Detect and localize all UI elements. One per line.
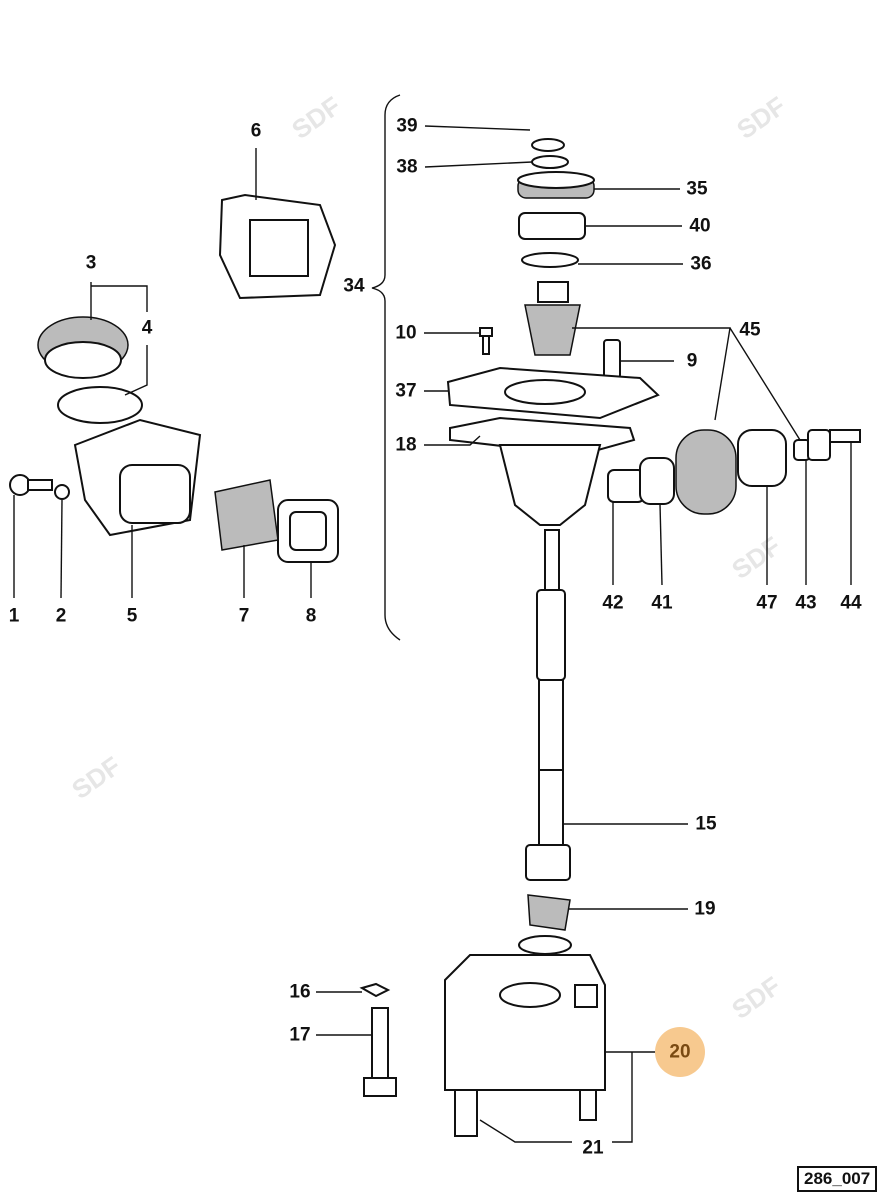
callout-41[interactable]: 41 <box>651 593 673 614</box>
callout-20-highlighted[interactable]: 20 <box>655 1027 705 1077</box>
leader-lines <box>13 125 852 1143</box>
diagram-reference-code: 286_007 <box>797 1166 878 1192</box>
callout-42[interactable]: 42 <box>602 593 623 614</box>
svg-text:SDF: SDF <box>726 971 786 1025</box>
svg-text:SDF: SDF <box>731 91 791 145</box>
callout-45[interactable]: 45 <box>739 320 761 341</box>
callout-38[interactable]: 38 <box>396 157 417 178</box>
callout-35[interactable]: 35 <box>686 179 708 200</box>
callout-36[interactable]: 36 <box>690 254 711 275</box>
callout-37[interactable]: 37 <box>395 381 416 402</box>
svg-text:SDF: SDF <box>286 91 346 145</box>
callout-15[interactable]: 15 <box>695 814 717 835</box>
callout-44[interactable]: 44 <box>840 593 862 614</box>
highlight-circle <box>655 1027 705 1077</box>
callout-21[interactable]: 21 <box>582 1138 604 1159</box>
callout-16[interactable]: 16 <box>289 982 310 1003</box>
svg-text:SDF: SDF <box>66 751 126 805</box>
callout-40[interactable]: 40 <box>689 216 710 237</box>
callout-8[interactable]: 8 <box>306 606 317 627</box>
callout-1[interactable]: 1 <box>9 606 20 627</box>
callout-19[interactable]: 19 <box>694 899 715 920</box>
callout-3[interactable]: 3 <box>86 253 97 274</box>
callout-18[interactable]: 18 <box>395 435 416 456</box>
watermarks: SDF SDF SDF SDF SDF SDF <box>66 91 791 1025</box>
callout-17[interactable]: 17 <box>289 1025 310 1046</box>
callout-labels: 39 38 35 40 36 34 45 10 9 37 18 42 41 47… <box>9 116 862 1159</box>
callout-20[interactable]: 20 <box>669 1042 690 1063</box>
callout-39[interactable]: 39 <box>396 116 417 137</box>
svg-text:SDF: SDF <box>726 531 786 585</box>
callout-6[interactable]: 6 <box>251 121 262 142</box>
callout-34[interactable]: 34 <box>343 276 365 297</box>
bracket-34 <box>371 94 401 641</box>
gearbox-assembly <box>444 138 861 1137</box>
callout-5[interactable]: 5 <box>127 606 138 627</box>
callout-43[interactable]: 43 <box>795 593 816 614</box>
callout-2[interactable]: 2 <box>56 606 67 627</box>
callout-4[interactable]: 4 <box>142 318 153 339</box>
callout-9[interactable]: 9 <box>687 351 698 372</box>
callout-10[interactable]: 10 <box>395 323 416 344</box>
callout-47[interactable]: 47 <box>756 593 777 614</box>
callout-7[interactable]: 7 <box>239 606 250 627</box>
left-parts <box>9 193 397 1097</box>
